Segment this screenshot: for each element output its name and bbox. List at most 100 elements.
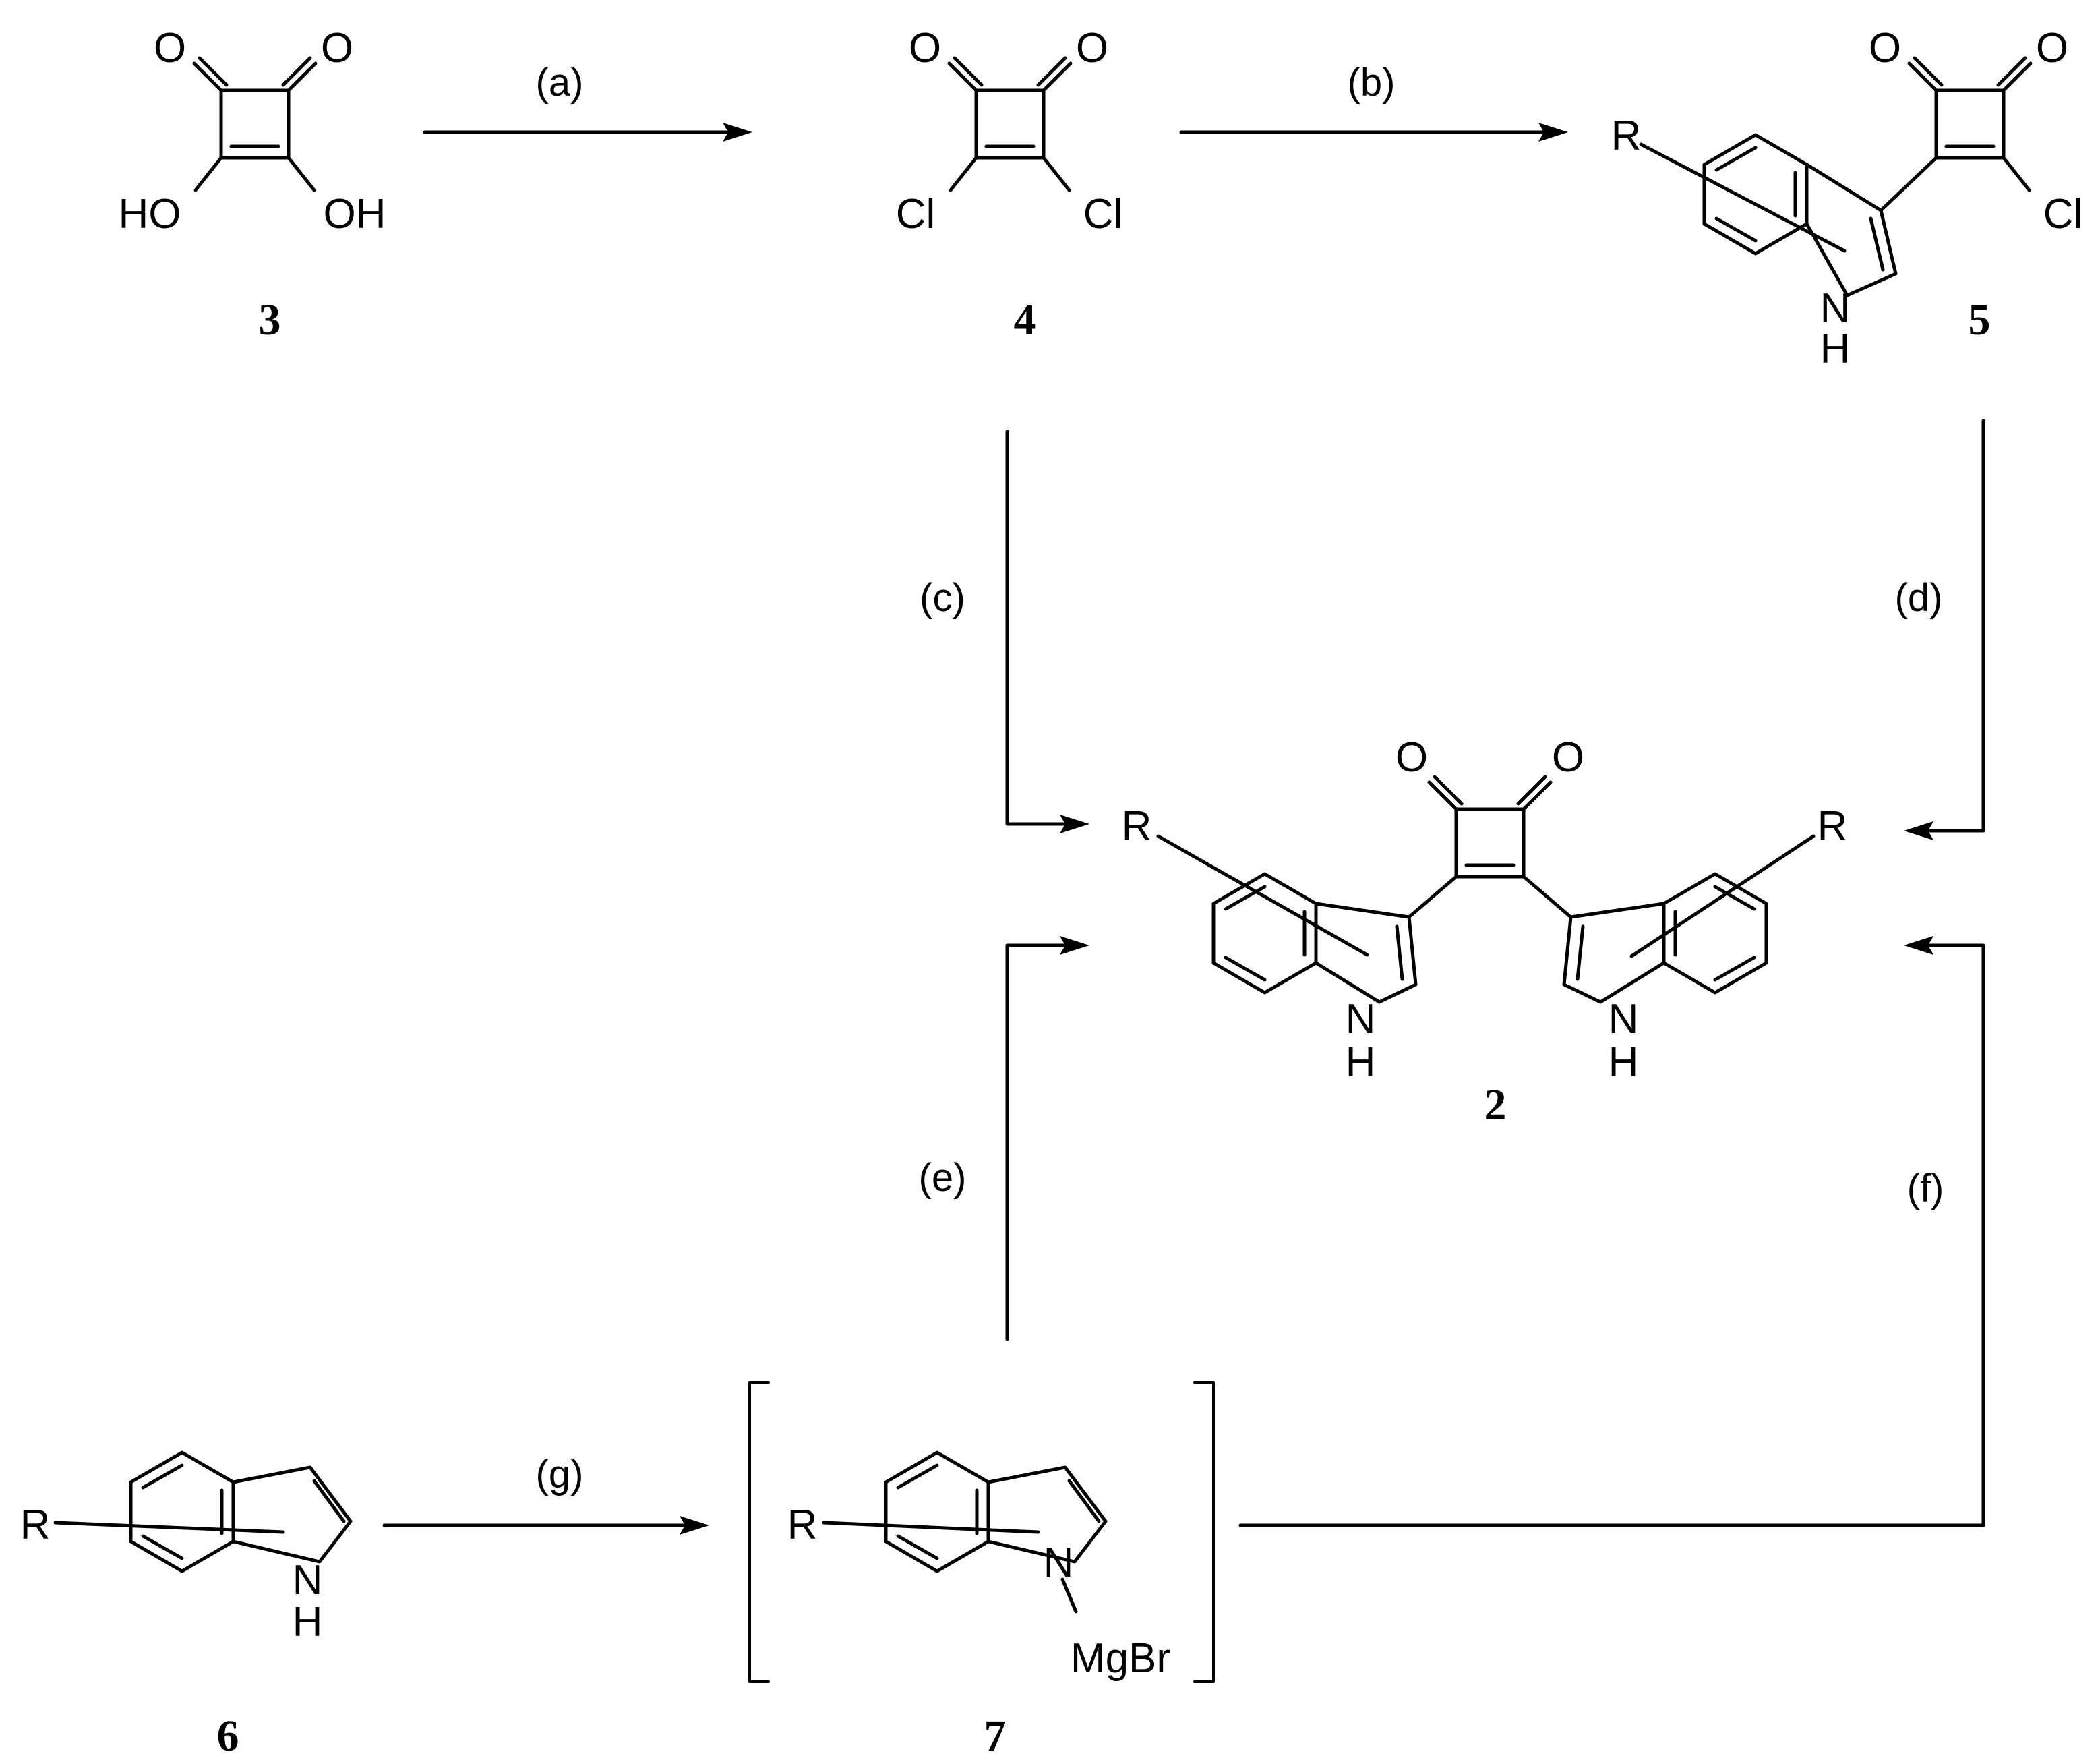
r-group-label: R (1611, 113, 1642, 159)
arrowhead (723, 123, 752, 142)
chlorine-label: Cl (896, 191, 936, 237)
aromatic-double-bond (1713, 885, 1756, 911)
oxygen-label: O (909, 25, 941, 71)
indole-c3-bond (1407, 875, 1458, 919)
pyrrole-double-bond (312, 1479, 346, 1523)
compound-5-monoindolyl: O O Cl R N H 5 (1611, 25, 2083, 372)
carbonyl-bond (1036, 56, 1067, 87)
chloro-bond (2002, 156, 2031, 192)
substituent-bond (1156, 834, 1369, 957)
indole-benzene-ring (1662, 872, 1768, 995)
aromatic-double-bond (1224, 885, 1267, 911)
arrowhead (1060, 815, 1089, 833)
step-label-d: (d) (1895, 576, 1943, 620)
nitrogen-label: N (1609, 996, 1639, 1042)
arrow-shaft (1005, 430, 1067, 826)
indole-pyrrole-ring (1562, 902, 1666, 1004)
indole-benzene-ring (1211, 872, 1318, 995)
aromatic-double-bond (1714, 146, 1758, 172)
arrow-shaft (1005, 943, 1067, 1341)
carbonyl-bond (1516, 775, 1547, 806)
chlorine-label: Cl (1083, 191, 1123, 237)
aromatic-double-bond (1224, 956, 1267, 982)
indole-benzene-ring (884, 1450, 990, 1573)
substituent-bond (1639, 142, 1847, 253)
oxygen-label: O (321, 25, 353, 71)
carbonyl-bond (947, 61, 978, 92)
carbonyl-bond (1427, 780, 1458, 811)
compound-3-squaric-acid: O O HO OH 3 (119, 25, 386, 345)
substituent-bond (1629, 834, 1816, 958)
arrow-b: (b) (1179, 61, 1568, 142)
chlorine-label: Cl (2043, 191, 2083, 237)
carbonyl-bond (953, 56, 984, 87)
arrowhead (1904, 936, 1933, 955)
indole-benzene-ring (129, 1450, 235, 1573)
nitrogen-label: N (293, 1557, 323, 1604)
n-mg-bond (1060, 1577, 1078, 1614)
compound-number: 7 (984, 1711, 1007, 1761)
carbonyl-bond (1996, 56, 2027, 87)
arrow-d: (d) (1895, 419, 1985, 840)
indole-c3-bond (1879, 156, 1938, 212)
indole-pyrrole-ring (1805, 163, 1898, 297)
step-label-b: (b) (1348, 61, 1396, 105)
compound-4-dichloride: O O Cl Cl 4 (896, 25, 1123, 345)
step-label-c: (c) (920, 576, 965, 620)
aromatic-double-bond (1714, 216, 1758, 243)
magnesium-bromide-label: MgBr (1071, 1635, 1170, 1682)
oxygen-label: O (2036, 25, 2068, 71)
compound-number: 3 (259, 295, 281, 345)
indole-pyrrole-ring (231, 1465, 353, 1564)
arrowhead (1538, 123, 1568, 142)
compound-2-bisindolyl: O O R N H R N H 2 (1122, 734, 1848, 1129)
r-group-label: R (1122, 803, 1152, 850)
step-label-a: (a) (536, 61, 584, 105)
left-bracket (748, 1381, 770, 1683)
carbonyl-bond (192, 61, 223, 92)
pyrrole-double-bond (1869, 216, 1885, 272)
carbonyl-bond (1913, 56, 1944, 87)
chloro-bond (1042, 156, 1071, 192)
arrowhead (1060, 936, 1089, 955)
nitrogen-label: N (1044, 1539, 1074, 1586)
aromatic-double-bond (896, 1534, 939, 1560)
indole-benzene-ring (1702, 133, 1809, 256)
oxygen-label: O (1552, 734, 1584, 781)
carbonyl-bond (1042, 61, 1073, 92)
hydroxyl-bond (287, 156, 316, 192)
aromatic-double-bond (1713, 956, 1756, 982)
hydroxyl-label: HO (119, 191, 181, 237)
substituent-bond (822, 1521, 1040, 1534)
step-label-e: (e) (919, 1156, 967, 1200)
aromatic-double-bond (141, 1534, 184, 1560)
compound-6-indole: R N H 6 (20, 1450, 353, 1761)
hydrogen-label: H (293, 1599, 323, 1645)
indole-pyrrole-ring (1314, 902, 1418, 1004)
oxygen-label: O (1076, 25, 1108, 71)
pyrrole-double-bond (1576, 924, 1585, 981)
hydrogen-label: H (1346, 1039, 1376, 1086)
indole-pyrrole-ring (986, 1465, 1108, 1564)
r-group-label: R (20, 1502, 51, 1548)
substituent-bond (53, 1521, 285, 1534)
compound-7-grignard: R N MgBr 7 (748, 1381, 1215, 1761)
indole-c3-bond (1522, 875, 1573, 919)
r-group-label: R (787, 1502, 818, 1548)
hydroxyl-bond (193, 156, 223, 192)
arrow-e: (e) (919, 936, 1089, 1341)
compound-number: 6 (217, 1711, 239, 1761)
pyrrole-double-bond (1395, 924, 1404, 981)
hydrogen-label: H (1820, 326, 1851, 372)
arrow-g: (g) (382, 1452, 709, 1535)
aromatic-double-bond (141, 1463, 184, 1490)
compound-number: 2 (1484, 1080, 1507, 1129)
arrowhead (1904, 821, 1933, 840)
carbonyl-bond (287, 61, 318, 92)
carbonyl-bond (281, 56, 312, 87)
compound-number: 4 (1014, 295, 1036, 345)
pyrrole-double-bond (1067, 1479, 1101, 1523)
carbonyl-bond (2002, 61, 2033, 92)
right-bracket (1193, 1381, 1215, 1683)
oxygen-label: O (154, 25, 186, 71)
